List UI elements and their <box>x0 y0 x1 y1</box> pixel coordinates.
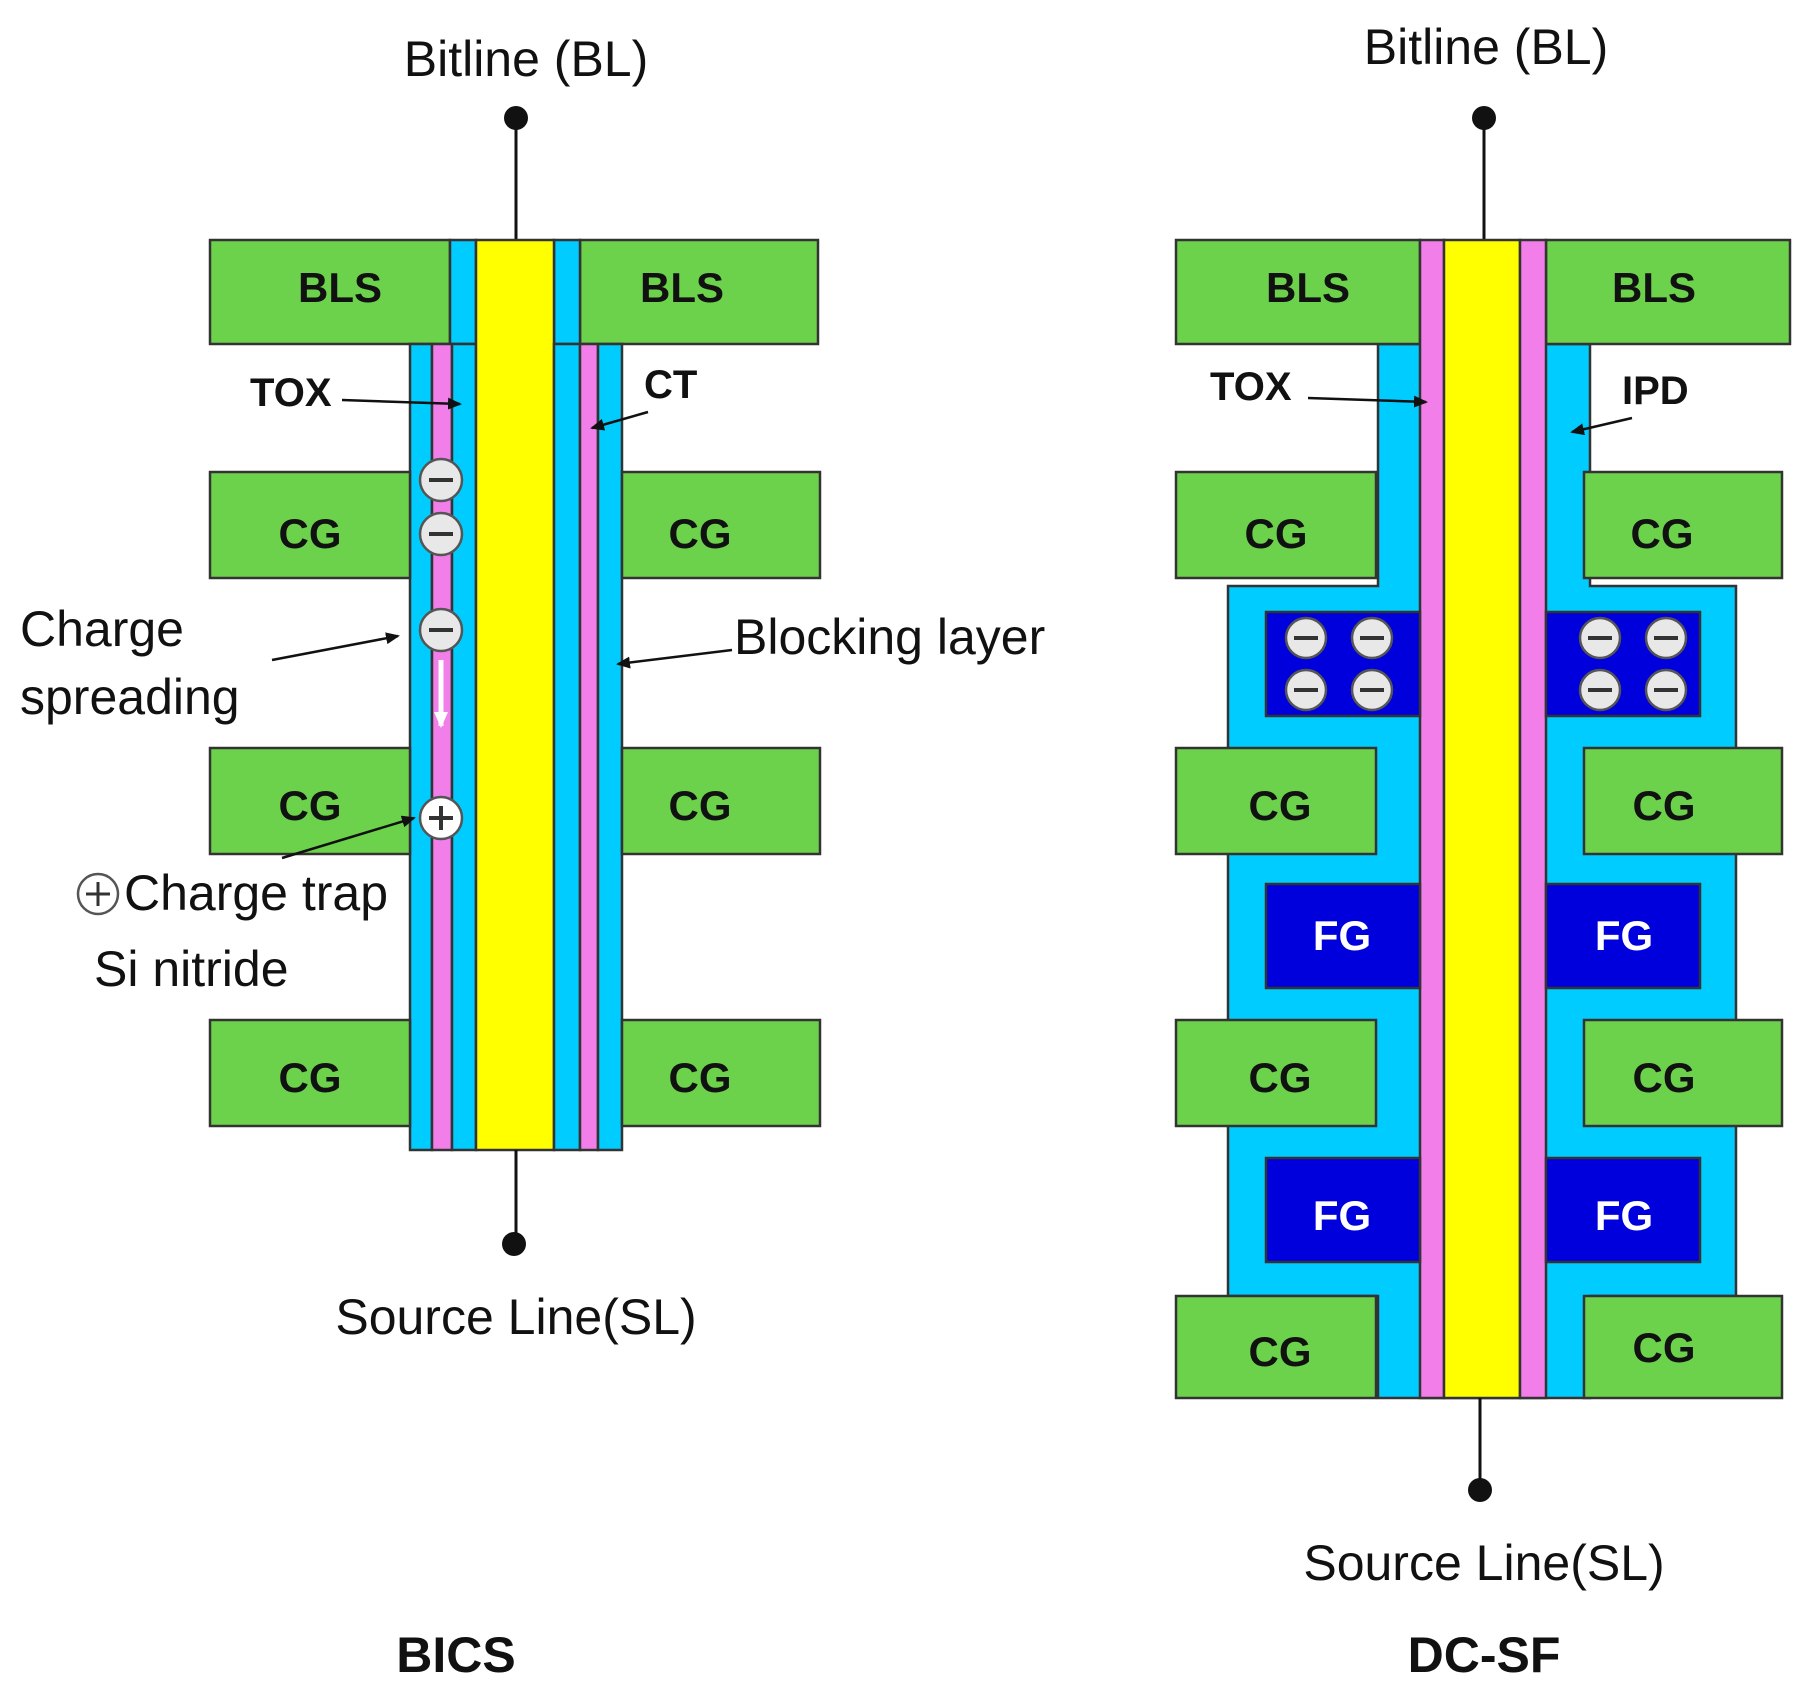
bics-tox-right <box>552 342 582 1152</box>
bics-structure: Bitline (BL) BLS BLS CG CG CG CG CG CG <box>20 31 1045 1683</box>
dcsf-structure: Bitline (BL) BLS BLS CG CG CG CG CG CG C… <box>1174 19 1792 1683</box>
dcsf-cg-right-1-label: CG <box>1631 510 1694 557</box>
dcsf-ipd-arrow <box>1570 416 1633 436</box>
dcsf-cg-right-3 <box>1582 1018 1784 1128</box>
bics-charge-spreading-arrow <box>271 632 400 662</box>
dcsf-electrons-left <box>1284 616 1394 712</box>
dcsf-sourceline-label: Source Line(SL) <box>1303 1535 1664 1591</box>
bics-title: BICS <box>396 1627 515 1683</box>
bics-cg-left-1 <box>208 470 412 580</box>
dcsf-fg-right-1-label: FG <box>1595 912 1653 959</box>
bics-cg-left-2 <box>208 746 412 856</box>
bics-cg-right-2 <box>620 746 822 856</box>
dcsf-cg-right-2 <box>1582 746 1784 856</box>
bics-si-nitride-label: Si nitride <box>94 941 289 997</box>
dcsf-fg-left-2 <box>1264 1156 1422 1264</box>
bics-ct-label: CT <box>644 363 697 407</box>
bics-bls-right-label: BLS <box>640 264 724 311</box>
dcsf-cg-left-4 <box>1174 1294 1378 1400</box>
bics-sourceline-terminal <box>502 1232 526 1256</box>
dcsf-cg-right-4 <box>1582 1294 1784 1400</box>
bics-electron-3 <box>418 607 464 653</box>
bics-bls-right <box>578 238 820 346</box>
bics-charge-spreading-line2: spreading <box>20 669 240 725</box>
dcsf-cg-right-3-label: CG <box>1633 1054 1696 1101</box>
dcsf-cg-right-1 <box>1582 470 1784 580</box>
bics-tox-label: TOX <box>250 371 332 415</box>
bics-bls-left-label: BLS <box>298 264 382 311</box>
bics-channel <box>474 238 556 1152</box>
bics-charge-trap-arrow <box>281 815 416 860</box>
dcsf-fg-left-1 <box>1264 882 1422 990</box>
dcsf-channel <box>1442 238 1522 1400</box>
bics-cg-left-3-label: CG <box>279 1054 342 1101</box>
dcsf-bls-left-label: BLS <box>1266 264 1350 311</box>
dcsf-tox-arrow <box>1307 395 1428 408</box>
bics-blocking-label: Blocking layer <box>734 609 1045 665</box>
bics-nitride-right <box>578 342 600 1152</box>
bics-oxide-upper-left <box>448 238 478 346</box>
dcsf-cg-left-2-label: CG <box>1249 782 1312 829</box>
bics-cg-right-2-label: CG <box>669 782 732 829</box>
dcsf-bls-left <box>1174 238 1422 346</box>
bics-sourceline-label: Source Line(SL) <box>335 1289 696 1345</box>
bics-cg-left-2-label: CG <box>279 782 342 829</box>
bics-cg-left-3 <box>208 1018 412 1128</box>
bics-cg-right-3-label: CG <box>669 1054 732 1101</box>
dcsf-bitline-label: Bitline (BL) <box>1364 19 1609 75</box>
dcsf-fg-right-2 <box>1544 1156 1702 1264</box>
dcsf-fg-right-1 <box>1544 882 1702 990</box>
bics-charge-spreading-line1: Charge <box>20 601 184 657</box>
dcsf-sourceline-terminal <box>1468 1478 1492 1502</box>
dcsf-bls-right-label: BLS <box>1612 264 1696 311</box>
bics-electron-2 <box>418 511 464 557</box>
dcsf-cg-left-1 <box>1174 470 1378 580</box>
dcsf-cg-left-2 <box>1174 746 1378 856</box>
bics-bitline-label: Bitline (BL) <box>404 31 649 87</box>
dcsf-fg-left-2-label: FG <box>1313 1192 1371 1239</box>
dcsf-electrons-right <box>1578 616 1688 712</box>
bics-electron-1 <box>418 457 464 503</box>
dcsf-tox-left <box>1418 238 1446 1400</box>
dcsf-cg-left-4-label: CG <box>1249 1328 1312 1375</box>
dcsf-cg-right-2-label: CG <box>1633 782 1696 829</box>
bics-bitline-terminal <box>504 106 528 130</box>
dcsf-fg-right-2-label: FG <box>1595 1192 1653 1239</box>
dcsf-cg-left-3-label: CG <box>1249 1054 1312 1101</box>
dcsf-tox-right <box>1518 238 1548 1400</box>
dcsf-cg-left-3 <box>1174 1018 1378 1128</box>
bics-blocking-right <box>596 342 624 1152</box>
dcsf-bitline-terminal <box>1472 106 1496 130</box>
bics-tox-arrow <box>341 397 462 410</box>
dcsf-fg-left-1-label: FG <box>1313 912 1371 959</box>
dcsf-cg-right-4-label: CG <box>1633 1324 1696 1371</box>
bics-charge-trap-label: Charge trap <box>124 865 388 921</box>
bics-cg-left-1-label: CG <box>279 510 342 557</box>
bics-cg-right-3 <box>620 1018 822 1128</box>
dcsf-cg-left-1-label: CG <box>1245 510 1308 557</box>
dcsf-ipd-label: IPD <box>1622 369 1689 413</box>
bics-ct-arrow <box>590 410 649 431</box>
bics-oxide-upper-right <box>552 238 582 346</box>
dcsf-title: DC-SF <box>1408 1627 1561 1683</box>
bics-cg-right-1 <box>620 470 822 580</box>
bics-hole <box>418 795 464 841</box>
bics-blocking-arrow <box>616 648 733 669</box>
bics-charge-trap-symbol <box>76 872 120 916</box>
bics-cg-right-1-label: CG <box>669 510 732 557</box>
dcsf-tox-label: TOX <box>1210 365 1292 409</box>
